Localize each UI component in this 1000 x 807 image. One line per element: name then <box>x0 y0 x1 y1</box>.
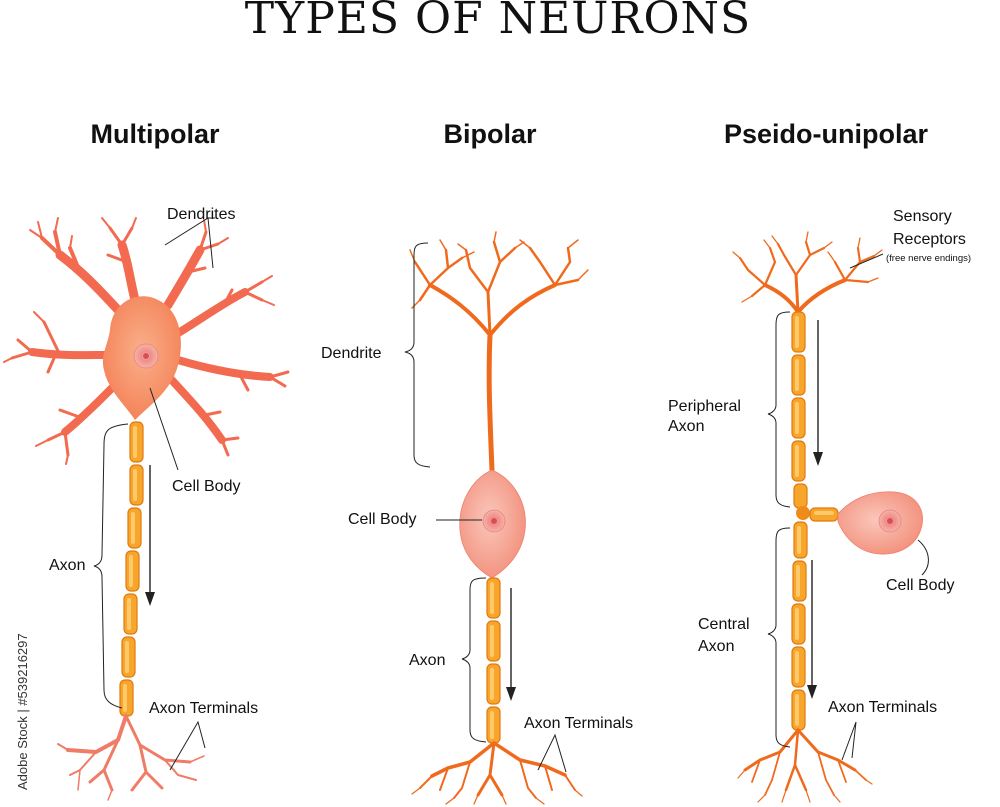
multipolar-axon <box>119 421 144 717</box>
multipolar-axon-label: Axon <box>49 557 85 574</box>
page-title: TYPES OF NEURONS <box>245 0 751 44</box>
pseudo-unipolar-peripheral-label-1: Peripheral <box>668 398 741 415</box>
bipolar-axon-label: Axon <box>409 652 445 669</box>
bipolar-panel: Bipolar <box>321 119 633 805</box>
bipolar-heading: Bipolar <box>443 119 537 149</box>
watermark: Adobe Stock | #539216297 <box>15 633 30 790</box>
multipolar-axon-terminals-label: Axon Terminals <box>149 700 258 717</box>
multipolar-cell-body-label: Cell Body <box>172 478 240 495</box>
pseudo-unipolar-sensory-label-1: Sensory <box>893 208 952 225</box>
pseudo-unipolar-panel: Pseido-unipolar <box>668 119 971 803</box>
pseudo-unipolar-peripheral-axon <box>791 311 808 509</box>
multipolar-dendrites <box>3 217 290 465</box>
bipolar-cell-body-label: Cell Body <box>348 511 416 528</box>
multipolar-heading: Multipolar <box>91 119 220 149</box>
pseudo-unipolar-central-label-2: Axon <box>698 638 734 655</box>
bipolar-axon-terminals <box>411 741 583 805</box>
multipolar-panel: Multipolar <box>3 119 290 801</box>
pseudo-unipolar-cell-body-label: Cell Body <box>886 577 954 594</box>
multipolar-dendrites-label: Dendrites <box>167 206 235 223</box>
bipolar-dendrites <box>409 231 589 473</box>
pseudo-unipolar-sensory-note: (free nerve endings) <box>886 253 971 264</box>
bipolar-axon <box>486 577 501 744</box>
pseudo-unipolar-central-label-1: Central <box>698 616 750 633</box>
multipolar-axon-terminals <box>57 714 205 801</box>
pseudo-unipolar-central-axon <box>791 521 808 731</box>
pseudo-unipolar-peripheral-label-2: Axon <box>668 418 704 435</box>
pseudo-unipolar-axon-terminals <box>737 728 873 803</box>
pseudo-unipolar-axon-terminals-label: Axon Terminals <box>828 699 937 716</box>
pseudo-unipolar-sensory-label-2: Receptors <box>893 231 966 248</box>
pseudo-unipolar-sensory-receptors <box>732 231 883 314</box>
bipolar-dendrite-label: Dendrite <box>321 345 382 362</box>
bipolar-axon-terminals-label: Axon Terminals <box>524 715 633 732</box>
pseudo-unipolar-heading: Pseido-unipolar <box>724 119 929 149</box>
